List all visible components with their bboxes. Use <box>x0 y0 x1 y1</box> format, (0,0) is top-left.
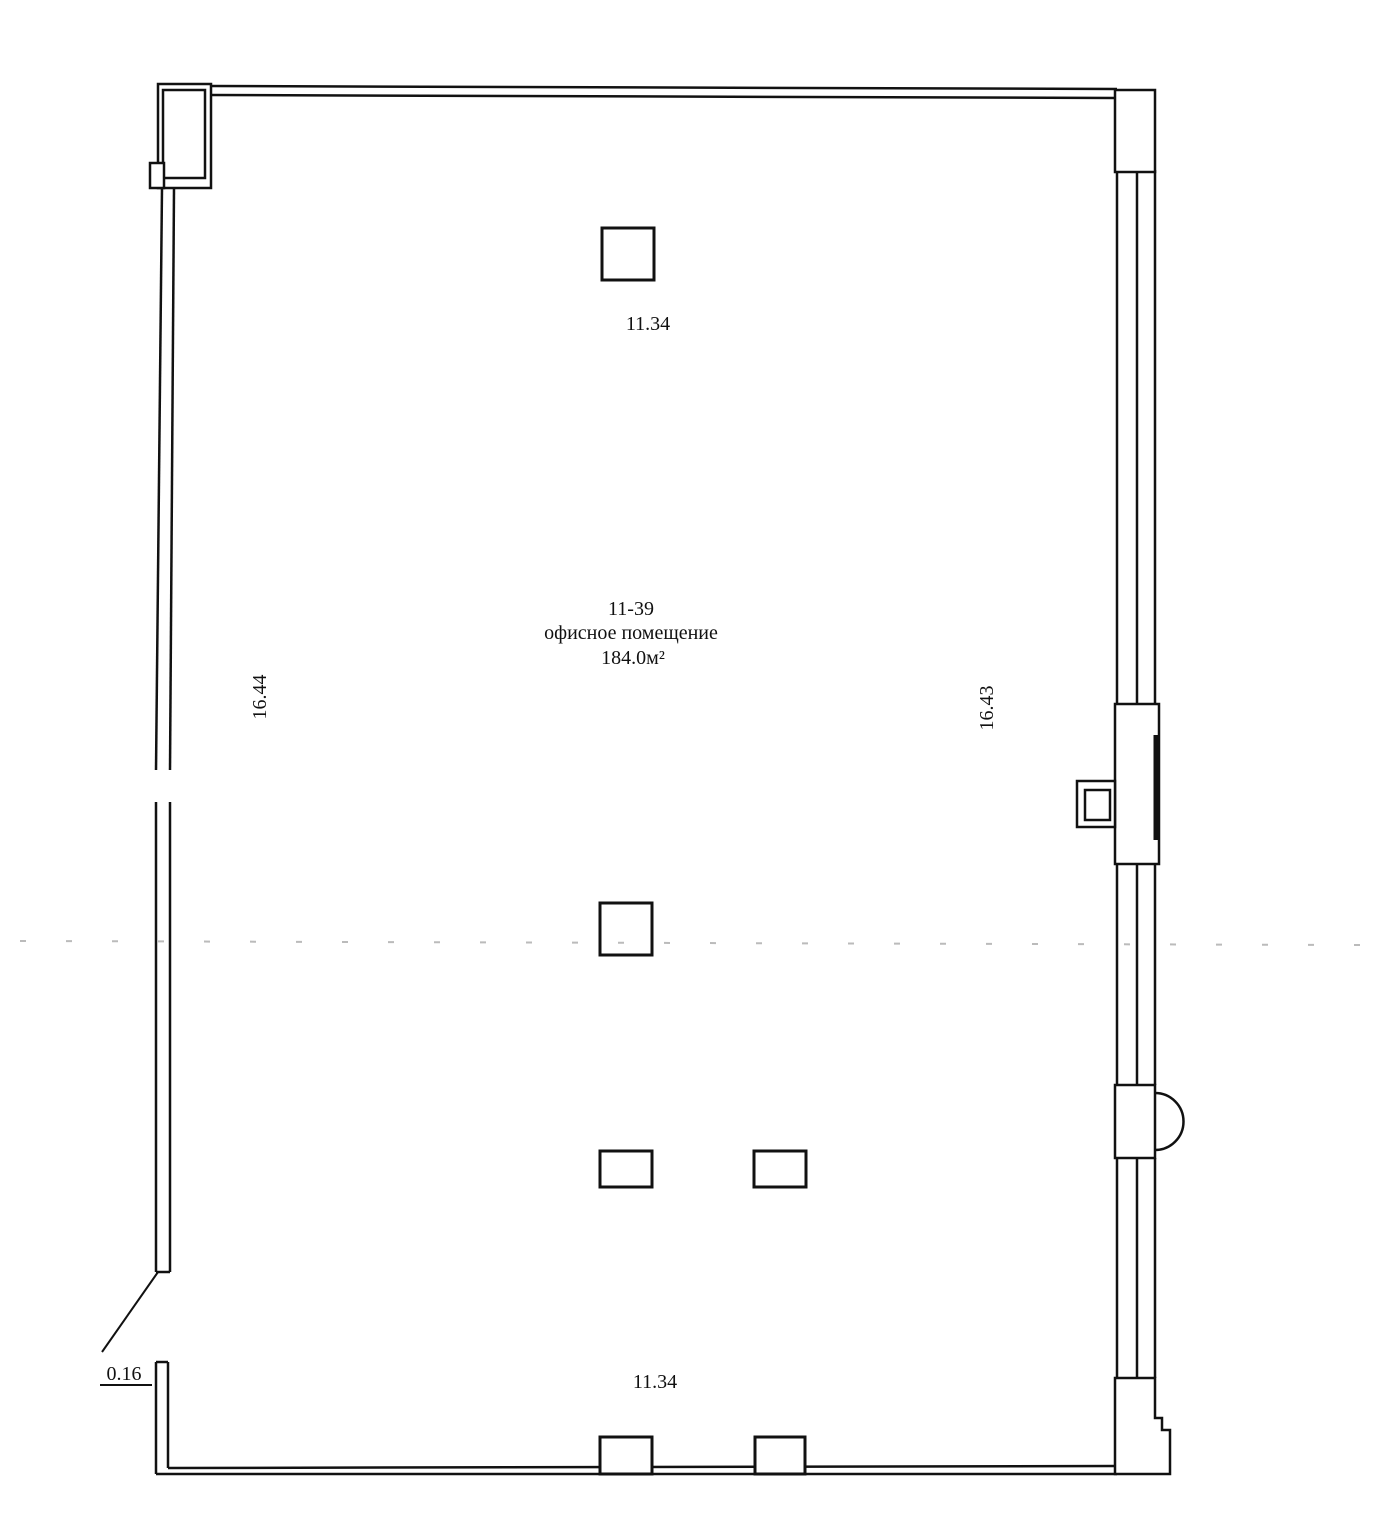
room-number: 11-39 <box>608 598 654 620</box>
room-area: 184.0м² <box>601 647 665 669</box>
dimension-left-height: 16.44 <box>249 675 271 720</box>
left-wall <box>154 187 176 1274</box>
scan-artifact-line <box>19 940 1361 946</box>
right-wall-window-lower <box>1115 1158 1157 1378</box>
corner-column-top-left <box>148 82 213 190</box>
dimension-bottom-width: 11.34 <box>633 1371 677 1393</box>
right-wall-window-upper <box>1115 170 1157 705</box>
bottom-left-wall <box>154 1360 170 1474</box>
room-name: офисное помещение <box>544 622 718 644</box>
pier-right-middle <box>1075 702 1161 866</box>
door-swing-line <box>101 1271 159 1353</box>
pier-right-lower <box>1113 1083 1185 1160</box>
dimension-right-height: 16.43 <box>976 686 998 731</box>
dimension-top-width: 11.34 <box>626 313 670 335</box>
right-wall-window-middle <box>1115 864 1157 1085</box>
pilaster-bottom-right <box>753 1435 807 1476</box>
interior-column-top <box>600 226 656 282</box>
interior-column-lower-right <box>752 1149 808 1189</box>
pilaster-bottom-left <box>598 1435 654 1476</box>
dimension-door-offset: 0.16 <box>107 1363 142 1385</box>
column-right-bottom <box>1113 1376 1172 1476</box>
interior-column-lower-left <box>598 1149 654 1189</box>
top-wall <box>209 84 1118 100</box>
interior-column-center <box>598 901 654 957</box>
column-right-top <box>1113 88 1157 174</box>
